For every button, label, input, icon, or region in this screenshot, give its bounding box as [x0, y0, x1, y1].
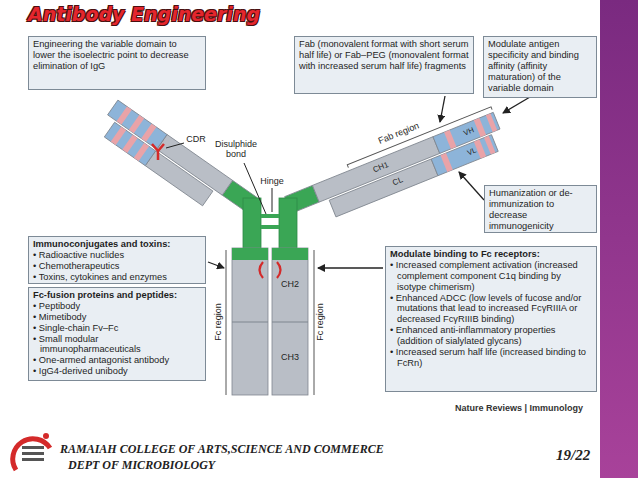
footer-text: DEPT OF MICROBIOLOGY [68, 459, 215, 472]
callout-arrow [459, 172, 484, 200]
domain-divider [232, 322, 268, 323]
logo-arc [13, 439, 50, 470]
cdr-stripe [129, 115, 144, 133]
part-label: CDR [186, 135, 206, 145]
cdr-stripe [486, 113, 497, 132]
cdr-stripe [440, 153, 452, 172]
slide-title: Antibody Engineering [28, 3, 260, 25]
leader-line [166, 143, 184, 148]
region-label: Fc region [316, 303, 326, 341]
text-box: Modulate binding to Fc receptors:• Incre… [385, 246, 597, 392]
cdr-stripe [444, 130, 456, 149]
light-chain-variable [431, 135, 498, 176]
glycan-mark [260, 262, 264, 278]
fc-region-bracket [314, 250, 315, 395]
box-text: Engineering the variable domain to lower… [33, 39, 201, 72]
callout-arrow [318, 267, 383, 268]
callout-arrows [208, 96, 530, 268]
leader-lines [166, 143, 272, 214]
text-box: Humanization or de-immunization to decre… [484, 185, 597, 233]
fc-chain-top [232, 248, 268, 260]
right-fab-arm [282, 107, 507, 232]
domain-label: CH3 [281, 353, 299, 363]
page-number: 19/22 [556, 447, 590, 464]
logo-dot [43, 433, 49, 439]
bullet-item: • Mimetibody [33, 312, 201, 323]
callout-arrow [208, 262, 224, 268]
cdr-stripe [474, 118, 486, 137]
domain-label: CH2 [281, 280, 299, 290]
source-credit: Nature Reviews | Immunology [455, 404, 583, 414]
bullet-item: • Small modular immunopharmaceuticals [33, 334, 201, 356]
bullet-item: • One-armed antagonist antibody [33, 355, 201, 366]
bullet-item: • Peptibody [33, 301, 201, 312]
box-heading: Immunoconjugates and toxins: [33, 239, 201, 250]
text-box: Fab (monovalent format with short serum … [294, 36, 474, 94]
cdr-stripe [111, 127, 126, 145]
bullet-item: • Increased serum half life (increased b… [390, 347, 592, 369]
text-box: Immunoconjugates and toxins:• Radioactiv… [28, 236, 206, 284]
box-heading: Modulate binding to Fc receptors: [390, 249, 592, 260]
callout-arrow [440, 96, 445, 122]
text-box: Engineering the variable domain to lower… [28, 36, 206, 90]
bullet-item: • Increased complement activation (incre… [390, 260, 592, 293]
box-text: Humanization or de-immunization to decre… [489, 188, 592, 232]
fab-region-bracket [347, 107, 492, 168]
bullet-item: • Toxins, cytokines and enzymes [33, 272, 201, 283]
logo-bar [22, 458, 44, 461]
light-chain-constant [145, 151, 213, 206]
leader-line [272, 188, 273, 212]
part-label: Hinge [260, 177, 284, 187]
cdr-stripe [141, 124, 156, 142]
footer-text: RAMAIAH COLLEGE OF ARTS,SCIENCE AND COMM… [60, 443, 384, 456]
cdr-marker [152, 144, 164, 160]
region-label: Fc region [214, 303, 224, 341]
fc-chain [272, 248, 308, 395]
cdr-stripe [117, 106, 132, 124]
glycan-mark [277, 262, 281, 278]
box-text: Modulate antigen specificity and binding… [488, 39, 592, 93]
light-chain-variable [104, 122, 155, 165]
domain-divider [272, 322, 308, 323]
bullet-item: • Single-chain Fv–Fc [33, 323, 201, 334]
fc-region-bracket [226, 250, 227, 395]
part-label: Disulphide bond [210, 140, 262, 160]
disulphide-bond [261, 225, 279, 229]
text-box: Fc-fusion proteins and peptides:• Peptib… [28, 287, 206, 381]
text-box: Modulate antigen specificity and binding… [483, 36, 597, 98]
cdr-stripe [134, 143, 149, 161]
hinge-segment [243, 198, 261, 250]
fc-chain-top [272, 248, 308, 260]
bullet-item: • IgG4-derived unibody [33, 366, 201, 377]
disulphide-bond [261, 214, 279, 218]
box-heading: Fc-fusion proteins and peptides: [33, 290, 201, 301]
logo-bar [22, 446, 44, 449]
side-band [600, 0, 638, 478]
left-fab-arm [96, 100, 257, 229]
hinge-segment [279, 198, 297, 250]
bullet-item: • Enhanced anti-inflammatory properties … [390, 325, 592, 347]
figure-panel [22, 30, 598, 420]
bullet-item: • Enhanced ADCC (low levels of fucose an… [390, 293, 592, 326]
leader-line [244, 163, 266, 214]
cdr-stripe [484, 136, 495, 155]
callout-arrow [503, 97, 530, 113]
college-logo [13, 433, 50, 470]
bullet-item: • Chemotherapeutics [33, 261, 201, 272]
light-chain-constant [329, 159, 438, 217]
box-text: Fab (monovalent format with short serum … [299, 39, 469, 72]
logo-bar [22, 452, 44, 455]
fc-chain [232, 248, 268, 395]
bullet-item: • Radioactive nuclides [33, 250, 201, 261]
cdr-stripe [122, 135, 137, 153]
